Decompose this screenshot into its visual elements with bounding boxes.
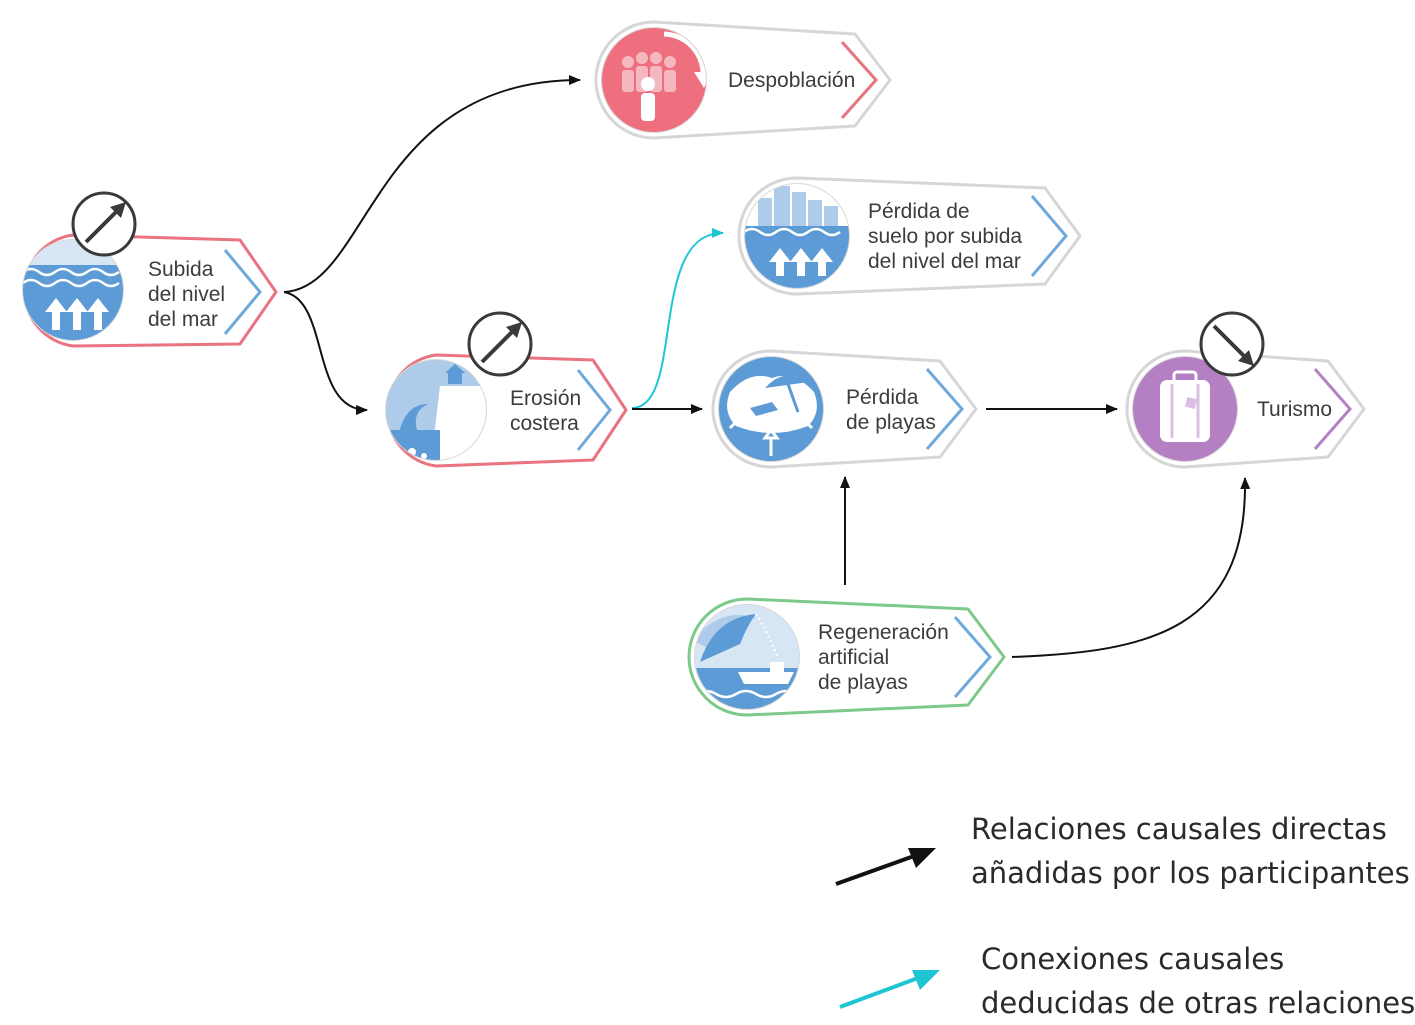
label-line: Turismo (1257, 398, 1332, 421)
label-line: Erosión (510, 387, 581, 410)
label-line: suelo por subida (868, 225, 1022, 248)
beach-umbrella-icon (719, 357, 823, 461)
population-decline-icon (602, 28, 706, 132)
label-line: del mar (148, 308, 218, 331)
legend-line: deducidas de otras relaciones (981, 986, 1415, 1020)
trend-up-icon (71, 191, 137, 257)
label-line: Despoblación (728, 69, 855, 92)
node-coastal-erosion: Erosión costera (385, 311, 628, 468)
node-chevron (925, 368, 964, 450)
trend-up-icon (467, 311, 533, 377)
node-depopulation-label: Despoblación (728, 69, 855, 92)
edge-regeneration-to-tourism (1011, 477, 1251, 658)
trend-down-icon (1199, 311, 1265, 377)
node-beach-regeneration: Regeneración artificial de playas (687, 597, 1006, 717)
node-chevron (1313, 368, 1352, 450)
node-tourism: Turismo (1125, 311, 1366, 469)
node-chevron (1030, 195, 1068, 277)
label-line: Pérdida de (868, 200, 970, 223)
node-beach-loss: Pérdida de playas (711, 349, 978, 469)
label-line: de playas (846, 411, 936, 434)
legend-deduced-arrowhead (912, 970, 940, 990)
node-sea-level-rise-label: Subida del nivel del mar (148, 258, 231, 331)
legend-line: Conexiones causales (981, 942, 1285, 976)
legend-deduced-arrow (839, 976, 919, 1009)
label-line: Subida (148, 258, 214, 281)
label-line: del nivel del mar (868, 250, 1021, 273)
legend-line: Relaciones causales directas (971, 812, 1387, 846)
legend (835, 848, 940, 1009)
legend-direct-arrow (835, 854, 915, 886)
connectors (283, 75, 1251, 658)
node-chevron (840, 40, 879, 120)
node-land-loss-label: Pérdida de suelo por subida del nivel de… (868, 200, 1028, 273)
suitcase-icon (1133, 357, 1237, 461)
legend-direct-arrowhead (908, 848, 936, 868)
legend-line: añadidas por los participantes (971, 856, 1410, 890)
label-line: costera (510, 412, 579, 435)
node-beach-loss-label: Pérdida de playas (846, 386, 936, 434)
legend-direct-text: Relaciones causales directas añadidas po… (971, 807, 1410, 895)
node-tourism-label: Turismo (1257, 398, 1332, 421)
legend-deduced-text: Conexiones causales deducidas de otras r… (981, 937, 1415, 1025)
node-chevron (576, 369, 612, 451)
node-chevron (223, 249, 262, 335)
label-line: del nivel (148, 283, 225, 306)
node-coastal-erosion-label: Erosión costera (510, 387, 587, 435)
node-depopulation: Despoblación (594, 20, 892, 140)
edge-sea-to-erosion (283, 291, 368, 415)
edge-sea-to-depopulation (283, 75, 581, 293)
node-beach-regeneration-label: Regeneración artificial de playas (818, 621, 955, 694)
label-line: Regeneración (818, 621, 949, 644)
edge-erosion-to-landloss (631, 227, 724, 409)
label-line: Pérdida (846, 386, 919, 409)
sand-dredging-ship-icon (695, 605, 799, 709)
node-sea-level-rise: Subida del nivel del mar (22, 191, 278, 348)
label-line: artificial (818, 646, 889, 669)
label-line: de playas (818, 671, 908, 694)
node-chevron (953, 616, 992, 698)
node-land-loss: Pérdida de suelo por subida del nivel de… (737, 176, 1082, 296)
